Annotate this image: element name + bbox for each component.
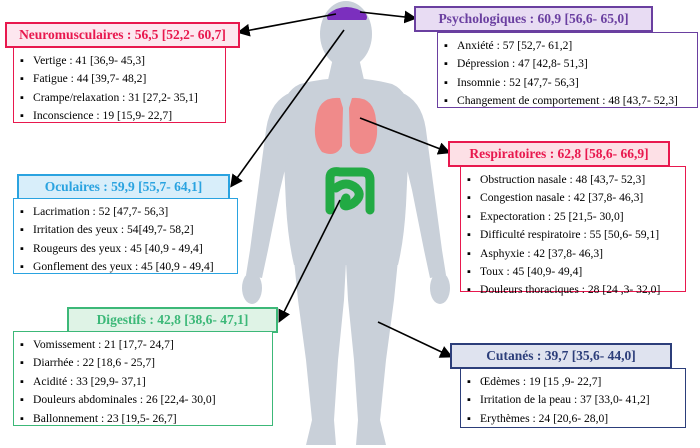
cutane-list: Œdèmes : 19 [15 ,9- 22,7] Irritation de …	[460, 368, 686, 428]
list-item: Expectoration : 25 [21,5- 30,0]	[467, 208, 679, 226]
cutane-header: Cutanés : 39,7 [35,6- 44,0]	[450, 343, 672, 369]
lungs-organ	[314, 97, 378, 154]
list-item: Asphyxie : 42 [37,8- 46,3]	[467, 245, 679, 263]
list-item: Difficulté respiratoire : 55 [50,6- 59,1…	[467, 226, 679, 244]
connector-arrows	[230, 10, 453, 358]
list-item: Toux : 45 [40,9- 49,4]	[467, 263, 679, 281]
list-item: Insomnie : 52 [47,7- 56,3]	[444, 74, 691, 92]
psychologique-list: Anxiété : 57 [52,7- 61,2] Dépression : 4…	[437, 32, 698, 108]
list-item: Obstruction nasale : 48 [43,7- 52,3]	[467, 171, 679, 189]
neuromusculaire-list: Vertige : 41 [36,9- 45,3] Fatigue : 44 […	[13, 47, 226, 123]
list-item: Crampe/relaxation : 31 [27,2- 35,1]	[20, 89, 219, 107]
brain-organ	[327, 7, 367, 20]
list-item: Rougeurs des yeux : 45 [40,9 - 49,4]	[20, 240, 231, 258]
list-item: Inconscience : 19 [15,9- 22,7]	[20, 107, 219, 125]
intestine-organ	[325, 167, 375, 215]
list-item: Erythèmes : 24 [20,6- 28,0]	[467, 410, 679, 428]
list-item: Ballonnement : 23 [19,5- 26,7]	[20, 410, 266, 428]
oculaire-list: Lacrimation : 52 [47,7- 56,3] Irritation…	[13, 198, 238, 274]
list-item: Lacrimation : 52 [47,7- 56,3]	[20, 203, 231, 221]
list-item: Œdèmes : 19 [15 ,9- 22,7]	[467, 373, 679, 391]
respiratoire-list: Obstruction nasale : 48 [43,7- 52,3] Con…	[460, 166, 686, 296]
list-item: Congestion nasale : 42 [37,8- 46,3]	[467, 189, 679, 207]
list-item: Changement de comportement : 48 [43,7- 5…	[444, 92, 691, 110]
neuromusculaire-header: Neuromusculaires : 56,5 [52,2- 60,7]	[5, 22, 240, 48]
list-item: Irritation de la peau : 37 [33,0- 41,2]	[467, 391, 679, 409]
human-silhouette	[242, 1, 450, 445]
list-item: Anxiété : 57 [52,7- 61,2]	[444, 37, 691, 55]
list-item: Douleurs abdominales : 26 [22,4- 30,0]	[20, 391, 266, 409]
list-item: Diarrhée : 22 [18,6 - 25,7]	[20, 354, 266, 372]
list-item: Vomissement : 21 [17,7- 24,7]	[20, 336, 266, 354]
list-item: Douleurs thoraciques : 28 [24 ,3- 32,0]	[467, 281, 679, 299]
digestif-list: Vomissement : 21 [17,7- 24,7] Diarrhée :…	[13, 331, 273, 426]
digestif-header: Digestifs : 42,8 [38,6- 47,1]	[67, 307, 278, 333]
list-item: Irritation des yeux : 54[49,7- 58,2]	[20, 221, 231, 239]
oculaire-header: Oculaires : 59,9 [55,7- 64,1]	[17, 174, 230, 200]
respiratoire-header: Respiratoires : 62,8 [58,6- 66,9]	[448, 141, 670, 167]
list-item: Vertige : 41 [36,9- 45,3]	[20, 52, 219, 70]
list-item: Acidité : 33 [29,9- 37,1]	[20, 373, 266, 391]
psychologique-header: Psychologiques : 60,9 [56,6- 65,0]	[414, 6, 653, 32]
list-item: Fatigue : 44 [39,7- 48,2]	[20, 70, 219, 88]
list-item: Gonflement des yeux : 45 [40,9 - 49,4]	[20, 258, 231, 276]
list-item: Dépression : 47 [42,8- 51,3]	[444, 55, 691, 73]
